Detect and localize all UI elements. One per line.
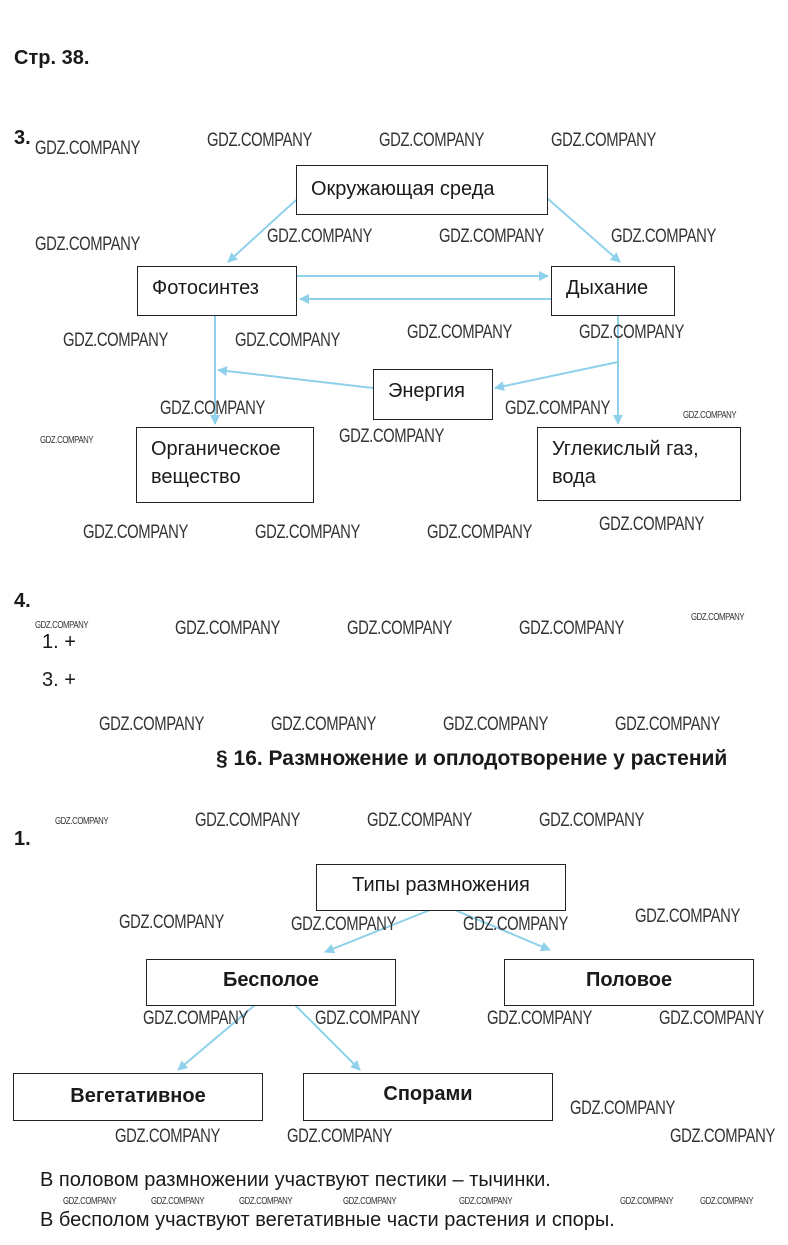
watermark: GDZ.COMPANY (315, 1008, 420, 1029)
watermark: GDZ.COMPANY (407, 322, 512, 343)
watermark: GDZ.COMPANY (551, 130, 656, 151)
box-sexual: Половое (504, 959, 754, 1006)
watermark: GDZ.COMPANY (379, 130, 484, 151)
watermark: GDZ.COMPANY (599, 514, 704, 535)
watermark: GDZ.COMPANY (700, 1196, 754, 1207)
watermark: GDZ.COMPANY (63, 1196, 117, 1207)
watermark: GDZ.COMPANY (487, 1008, 592, 1029)
arrow-asexual-veg (177, 1004, 256, 1071)
watermark: GDZ.COMPANY (570, 1098, 675, 1119)
arrow-resp-energy (494, 361, 619, 392)
watermark: GDZ.COMPANY (343, 1196, 397, 1207)
watermark: GDZ.COMPANY (35, 620, 89, 631)
watermark: GDZ.COMPANY (291, 914, 396, 935)
watermark: GDZ.COMPANY (367, 810, 472, 831)
text-line-1: В половом размножении участвуют пестики … (40, 1169, 551, 1191)
watermark: GDZ.COMPANY (35, 138, 140, 159)
watermark: GDZ.COMPANY (519, 618, 624, 639)
watermark: GDZ.COMPANY (463, 914, 568, 935)
task-4-number: 4. (14, 590, 31, 612)
watermark: GDZ.COMPANY (287, 1126, 392, 1147)
watermark: GDZ.COMPANY (40, 435, 94, 446)
watermark: GDZ.COMPANY (439, 226, 544, 247)
watermark: GDZ.COMPANY (611, 226, 716, 247)
arrow-energy-photo (217, 366, 374, 389)
watermark: GDZ.COMPANY (119, 912, 224, 933)
arrow-asexual-spores (294, 1004, 361, 1071)
watermark: GDZ.COMPANY (160, 398, 265, 419)
watermark: GDZ.COMPANY (143, 1008, 248, 1029)
watermark: GDZ.COMPANY (235, 330, 340, 351)
watermark: GDZ.COMPANY (55, 816, 109, 827)
watermark: GDZ.COMPANY (579, 322, 684, 343)
box-asexual: Бесполое (146, 959, 396, 1006)
watermark: GDZ.COMPANY (670, 1126, 775, 1147)
watermark: GDZ.COMPANY (539, 810, 644, 831)
watermark: GDZ.COMPANY (427, 522, 532, 543)
watermark: GDZ.COMPANY (691, 612, 745, 623)
watermark: GDZ.COMPANY (195, 810, 300, 831)
watermark: GDZ.COMPANY (239, 1196, 293, 1207)
watermark: GDZ.COMPANY (505, 398, 610, 419)
box-respiration: Дыхание (551, 266, 675, 316)
watermark: GDZ.COMPANY (443, 714, 548, 735)
watermark: GDZ.COMPANY (620, 1196, 674, 1207)
task-3-number: 3. (14, 127, 31, 149)
arrow-root-asexual (324, 909, 431, 954)
watermark: GDZ.COMPANY (83, 522, 188, 543)
watermark: GDZ.COMPANY (175, 618, 280, 639)
watermark: GDZ.COMPANY (151, 1196, 205, 1207)
box-co2-water: Углекислый газ, вода (537, 427, 741, 501)
watermark: GDZ.COMPANY (339, 426, 444, 447)
watermark: GDZ.COMPANY (115, 1126, 220, 1147)
box-reproduction-types: Типы размножения (316, 864, 566, 911)
page-label: Стр. 38. (14, 47, 90, 69)
watermark: GDZ.COMPANY (63, 330, 168, 351)
box-organic: Органическое вещество (136, 427, 314, 503)
arrow-env-resp (546, 197, 621, 263)
watermark: GDZ.COMPANY (459, 1196, 513, 1207)
watermark: GDZ.COMPANY (271, 714, 376, 735)
watermark: GDZ.COMPANY (683, 410, 737, 421)
watermark: GDZ.COMPANY (659, 1008, 764, 1029)
box-environment: Окружающая среда (296, 165, 548, 215)
arrow-root-sexual (454, 909, 551, 952)
arrow-env-photo (227, 199, 297, 263)
answer-1: 1. + (42, 631, 76, 653)
box-photosynthesis: Фотосинтез (137, 266, 297, 316)
watermark: GDZ.COMPANY (267, 226, 372, 247)
section-title: § 16. Размножение и оплодотворение у рас… (216, 747, 728, 770)
text-line-2: В бесполом участвуют вегетативные части … (40, 1209, 615, 1231)
box-spores: Спорами (303, 1073, 553, 1121)
watermark: GDZ.COMPANY (207, 130, 312, 151)
answer-3: 3. + (42, 669, 76, 691)
box-energy: Энергия (373, 369, 493, 420)
box-vegetative: Вегетативное (13, 1073, 263, 1121)
watermark: GDZ.COMPANY (347, 618, 452, 639)
watermark: GDZ.COMPANY (615, 714, 720, 735)
watermark: GDZ.COMPANY (255, 522, 360, 543)
watermark: GDZ.COMPANY (99, 714, 204, 735)
watermark: GDZ.COMPANY (35, 234, 140, 255)
task-1-number: 1. (14, 828, 31, 850)
watermark: GDZ.COMPANY (635, 906, 740, 927)
